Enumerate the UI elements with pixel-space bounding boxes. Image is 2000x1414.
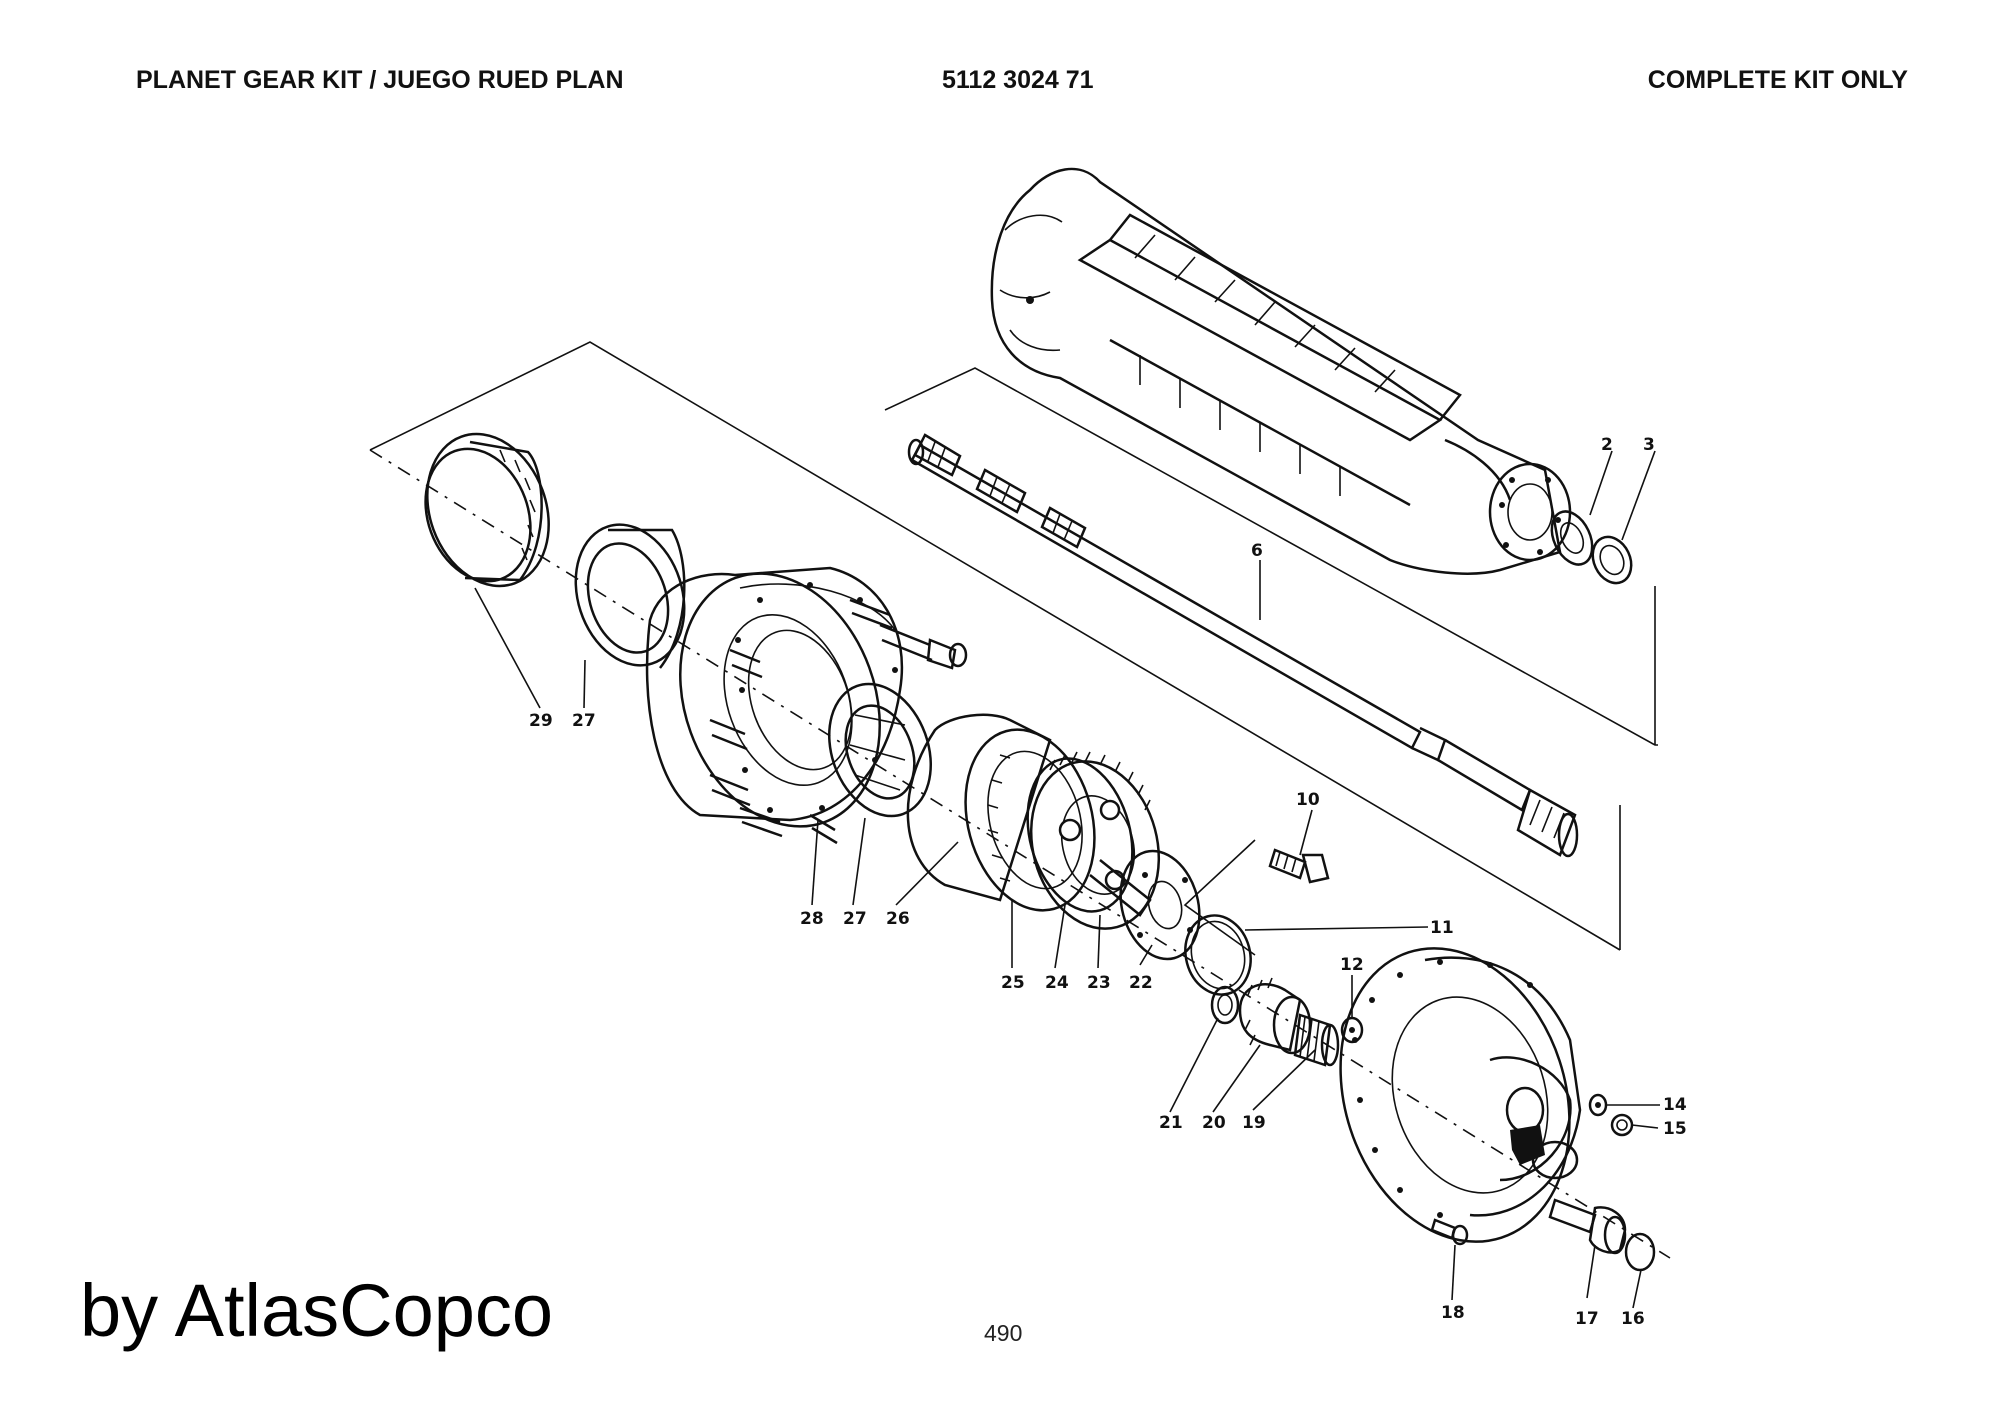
seal-29 <box>424 432 550 588</box>
callout-18: 18 <box>1441 1303 1465 1323</box>
screw-18 <box>1430 1218 1469 1246</box>
callout-22: 22 <box>1129 973 1153 993</box>
needle-bearing-19 <box>1293 1013 1340 1067</box>
callout-16: 16 <box>1621 1309 1645 1329</box>
bolt-10 <box>1268 848 1330 884</box>
callout-28: 28 <box>800 909 824 929</box>
assembly-lines <box>369 341 1671 1259</box>
callout-11: 11 <box>1430 918 1454 938</box>
washer-21 <box>1210 985 1240 1025</box>
callout-27-outer: 27 <box>572 711 596 731</box>
leader-lines <box>474 450 1660 1309</box>
kit-title: PLANET GEAR KIT / JUEGO RUED PLAN <box>136 66 624 94</box>
part-number: 5112 3024 71 <box>942 66 1094 94</box>
callout-20: 20 <box>1202 1113 1226 1133</box>
brand-watermark: by AtlasCopco <box>80 1269 554 1352</box>
callout-3: 3 <box>1643 435 1655 455</box>
callout-2: 2 <box>1601 435 1613 455</box>
wheel-studs <box>709 598 968 845</box>
page-number: 490 <box>984 1320 1023 1346</box>
snap-ring-11 <box>1184 914 1252 996</box>
callout-21: 21 <box>1159 1113 1183 1133</box>
callout-labels: 2 3 6 10 11 12 14 15 16 17 18 19 20 21 2… <box>529 435 1687 1329</box>
axle-shaft-6 <box>907 433 1579 858</box>
bearing-race-3 <box>1591 535 1633 585</box>
callout-15: 15 <box>1663 1119 1687 1139</box>
callout-29: 29 <box>529 711 553 731</box>
callout-25: 25 <box>1001 973 1025 993</box>
kit-note: COMPLETE KIT ONLY <box>1647 66 1908 94</box>
callout-6: 6 <box>1251 541 1263 561</box>
ring-gear-26 <box>906 713 1096 912</box>
planet-carrier <box>1026 751 1161 930</box>
plug-14 <box>1588 1093 1608 1117</box>
bearing-2 <box>1550 510 1594 566</box>
callout-26: 26 <box>886 909 910 929</box>
bearing-27-inner <box>828 682 932 818</box>
callout-27-inner: 27 <box>843 909 867 929</box>
seal-15 <box>1610 1113 1634 1137</box>
callout-19: 19 <box>1242 1113 1266 1133</box>
bearing-race-27 <box>574 523 686 669</box>
callout-17: 17 <box>1575 1309 1599 1329</box>
thrust-washer-22 <box>1119 849 1201 961</box>
callout-24: 24 <box>1045 973 1069 993</box>
callout-14: 14 <box>1663 1095 1687 1115</box>
axle-housing <box>990 167 1572 575</box>
o-ring-16 <box>1624 1232 1656 1272</box>
callout-12: 12 <box>1340 955 1364 975</box>
planet-carrier-cover <box>1339 947 1582 1243</box>
callout-23: 23 <box>1087 973 1111 993</box>
planet-pinion-20 <box>1238 977 1312 1055</box>
wheel-hub <box>645 566 904 828</box>
callout-10: 10 <box>1296 790 1320 810</box>
pin-17 <box>1548 1198 1627 1255</box>
